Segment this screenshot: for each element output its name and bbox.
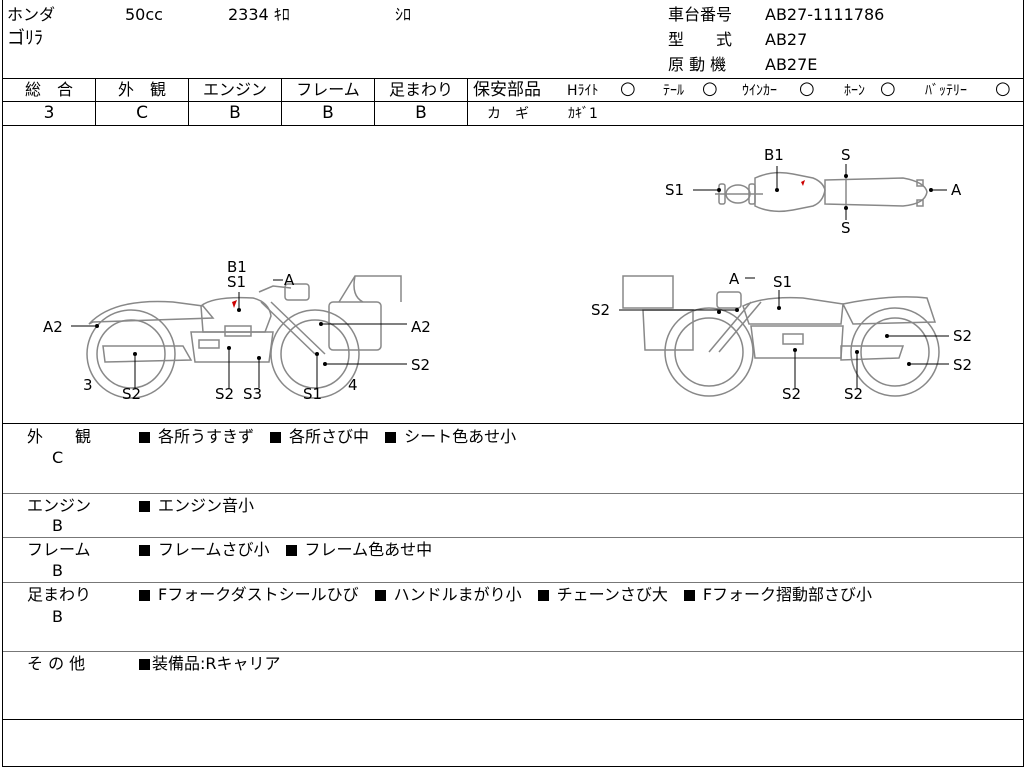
label-left-s2: S2 [122,385,142,403]
safety-tail-label: ﾃｰﾙ [663,83,684,99]
damage-dots [95,174,933,366]
label-left-a: A [284,271,295,289]
label-top-s-lower: S [841,219,851,237]
type-value: AB27 [765,30,808,49]
remark-frame-label: フレーム [27,540,91,559]
model-name: ゴﾘﾗ [7,28,43,49]
label-left-s1: S1 [227,273,247,291]
label-left-4: 4 [348,376,358,394]
safety-tail-mark: ○ [702,78,718,99]
rule [281,78,282,125]
type-label: 型 式 [668,30,733,49]
key-value: ｶｷﾞ1 [568,106,598,122]
grade-exterior-value: C [136,103,148,123]
key-label: カ ギ [487,106,529,122]
label-left-3: 3 [83,376,93,394]
displacement: 50cc [125,5,163,24]
rule [3,423,1023,424]
label-left-s3: S3 [243,385,263,403]
safety-winker-label: ｳｲﾝｶｰ [742,83,777,99]
remark-suspension-grade: B [52,607,63,626]
rule [3,78,1023,79]
grade-engine-value: B [229,103,241,123]
rule [3,493,1023,494]
label-top-a: A [951,181,962,199]
safety-winker-mark: ○ [799,78,815,99]
label-right-s2-bottom2: S2 [844,385,864,403]
remark-exterior-label: 外 観 [27,427,92,446]
remark-engine-items: エンジン音小 [139,497,254,515]
rule [3,537,1023,538]
label-left-a2-right: A2 [411,318,431,336]
label-top-s: S [841,146,851,164]
remark-other-items: 装備品:Rキャリア [139,655,281,673]
remark-suspension-items: Fフォークダストシールひび ハンドルまがり小 チェーンさび大 Fフォーク摺動部さ… [139,586,872,604]
safety-battery-mark: ○ [995,78,1011,99]
label-right-s1: S1 [773,273,793,291]
rule [3,125,1023,126]
safety-horn-mark: ○ [880,78,896,99]
safety-horn-label: ﾎｰﾝ [844,83,865,99]
rule [3,101,1023,102]
grade-suspension-label: 足まわり [388,80,453,99]
left-side-bike [86,275,402,399]
remark-suspension-label: 足まわり [27,585,92,604]
leader-lines [71,164,949,388]
label-left-s1-bottom: S1 [303,385,323,403]
safety-title: 保安部品 [473,80,541,100]
rule [3,651,1023,652]
remark-frame-grade: B [52,561,63,580]
rule [374,78,375,125]
rule [3,582,1023,583]
right-side-bike [622,275,940,397]
label-left-s2-mid: S2 [215,385,235,403]
label-top-s1: S1 [665,181,685,199]
grade-engine-label: エンジン [202,80,267,99]
engine-value: AB27E [765,55,818,74]
grade-frame-label: フレーム [296,80,360,99]
engine-label: 原 動 機 [668,55,727,74]
safety-headlight-label: Hﾗｲﾄ [567,83,599,99]
label-right-s2-bottom1: S2 [782,385,802,403]
remark-engine-grade: B [52,516,63,535]
label-left-b1: B1 [227,258,247,276]
frame-no-label: 車台番号 [668,5,733,24]
mileage: 2334 ｷﾛ [228,5,290,24]
red-marks [232,180,805,308]
grade-overall-label: 総 合 [24,80,73,99]
label-right-s2-lower: S2 [953,356,973,374]
safety-battery-label: ﾊﾞｯﾃﾘｰ [925,83,967,99]
label-top-b1: B1 [764,146,784,164]
label-right-a: A [729,270,740,288]
rule [467,78,468,125]
rule [3,719,1023,720]
rule [95,78,96,125]
remark-frame-items: フレームさび小 フレーム色あせ中 [139,541,432,559]
rule [188,78,189,125]
grade-frame-value: B [322,103,334,123]
remark-exterior-grade: C [52,448,64,467]
label-left-a2: A2 [43,318,63,336]
color: ｼﾛ [395,5,412,24]
label-left-s2-right: S2 [411,356,431,374]
label-right-s2-upper: S2 [953,327,973,345]
grade-exterior-label: 外 観 [117,80,166,99]
grade-overall-value: 3 [43,103,55,123]
remark-other-label: そ の 他 [27,654,86,673]
maker: ホンダ [7,5,56,24]
top-view-bike [715,171,928,213]
safety-headlight-mark: ○ [620,78,636,99]
remark-engine-label: エンジン [27,496,92,515]
damage-diagram [71,164,949,399]
label-right-s2-left: S2 [591,301,611,319]
remark-exterior-items: 各所うすきず 各所さび中 シート色あせ小 [139,428,516,446]
frame-no: AB27-1111786 [765,5,885,24]
grade-suspension-value: B [415,103,427,123]
